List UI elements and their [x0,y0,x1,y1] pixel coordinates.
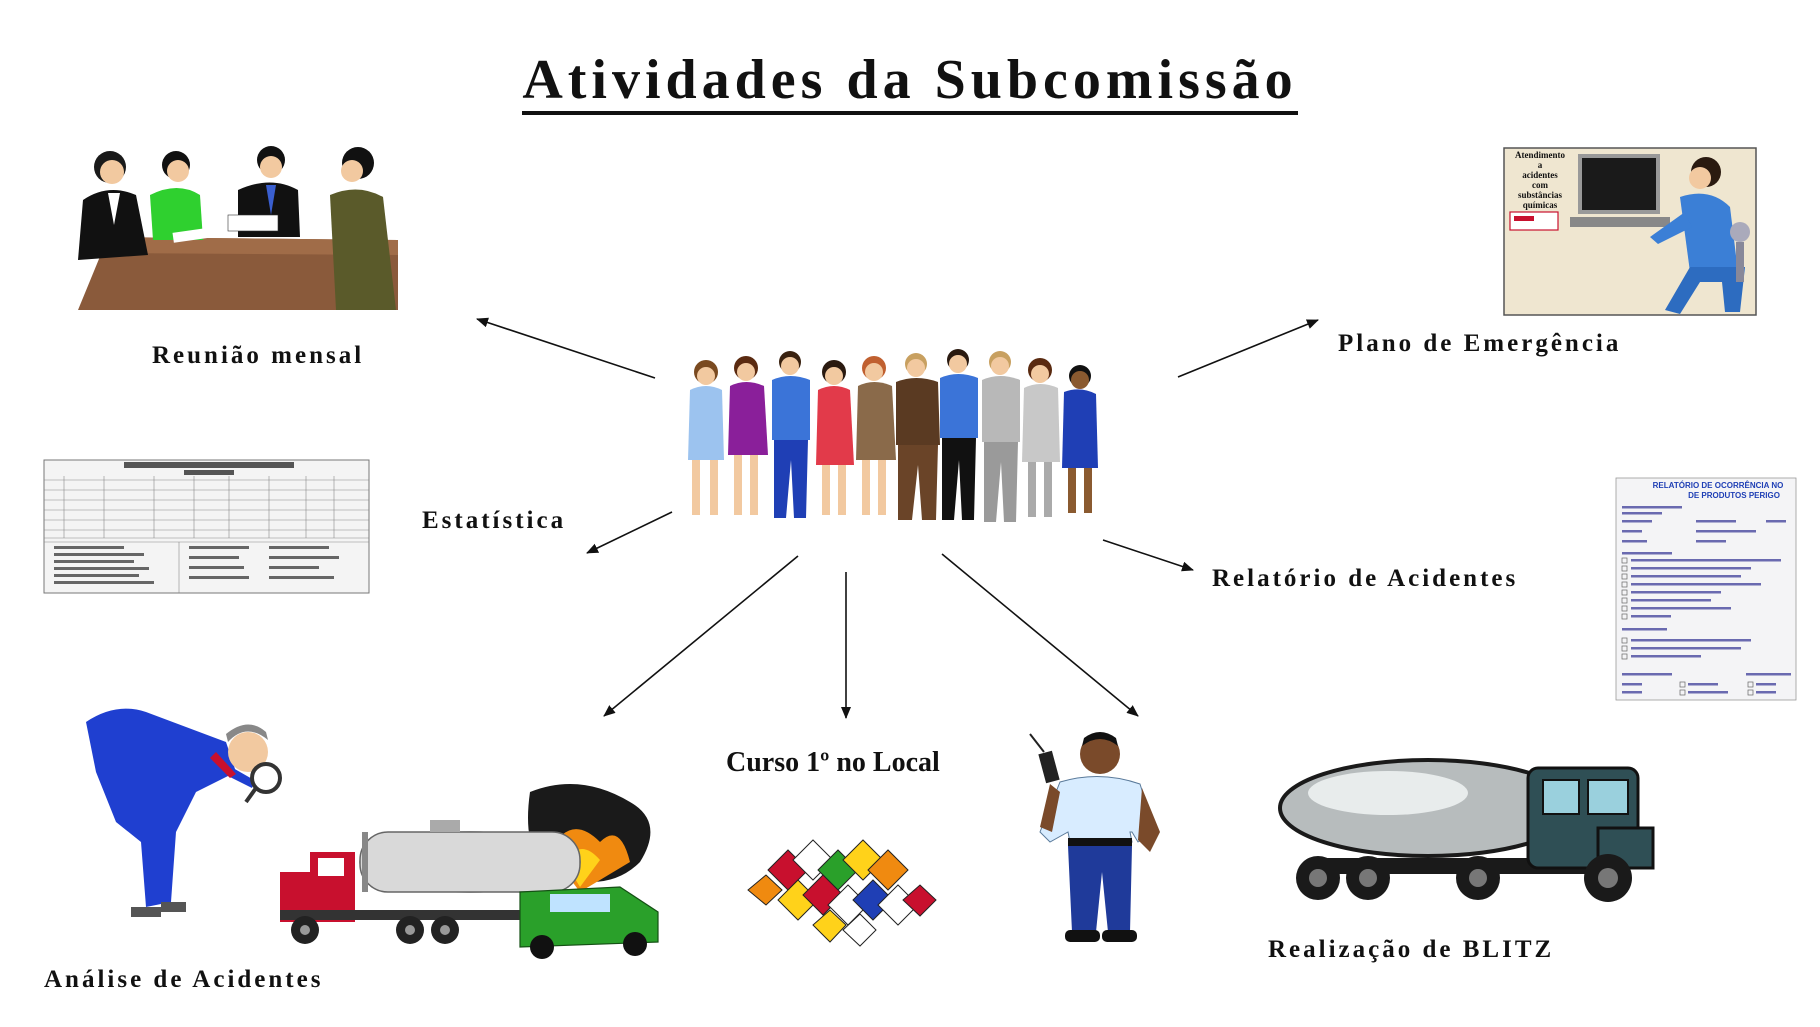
person-6 [896,353,940,520]
label-plano-emergencia: Plano de Emergência [1338,330,1622,357]
person-9 [1022,358,1060,517]
arrow-to-relatorio [1102,539,1194,572]
report-form-illustration: RELATÓRIO DE OCORRÊNCIA NO DE PRODUTOS P… [1615,477,1797,701]
accident-scene-illustration [280,784,659,959]
label-reuniao-mensal: Reunião mensal [152,342,365,369]
sheet-line-3: acidentes [1522,170,1558,180]
arrow-to-analise [603,555,799,717]
person-7 [940,349,978,520]
person-4 [816,360,854,515]
report-title-2: DE PRODUTOS PERIGO [1688,491,1780,500]
page-title: Atividades da Subcomissão [0,48,1820,115]
arrow-to-estatistica [586,511,673,554]
label-realizacao-blitz: Realização de BLITZ [1268,936,1555,963]
label-analise-acidentes: Análise de Acidentes [44,966,324,993]
person-10 [1062,365,1098,513]
statistics-table-illustration [43,459,370,594]
sheet-line-2: a [1538,160,1543,170]
person-5 [856,356,896,515]
emergency-operator-illustration: Atendimento a acidentes com substâncias … [1503,147,1757,316]
arrow-to-plano [1177,319,1319,378]
page-title-text: Atividades da Subcomissão [522,49,1298,115]
person-1 [688,360,724,515]
report-title-1: RELATÓRIO DE OCORRÊNCIA NO [1653,481,1784,490]
sheet-line-5: substâncias [1518,190,1563,200]
sheet-line-6: químicas [1523,200,1558,210]
arrow-to-reuniao [476,317,656,379]
meeting-illustration [78,146,398,310]
team-group-illustration [688,349,1098,522]
person-3 [772,351,810,518]
arrow-to-blitz [941,553,1139,717]
tanker-truck-illustration [1278,758,1655,902]
inspector-illustration [86,708,282,917]
person-8 [982,351,1020,522]
emergency-sheet: Atendimento a acidentes com substâncias … [1515,150,1565,210]
sheet-line-4: com [1532,180,1548,190]
sheet-line-1: Atendimento [1515,150,1565,160]
hazard-placards-illustration [747,839,937,947]
label-estatistica: Estatística [422,507,567,534]
officer-illustration [1029,732,1160,942]
label-relatorio-acidentes: Relatório de Acidentes [1212,565,1519,592]
person-2 [728,356,768,515]
label-curso-local: Curso 1º no Local [726,747,940,778]
